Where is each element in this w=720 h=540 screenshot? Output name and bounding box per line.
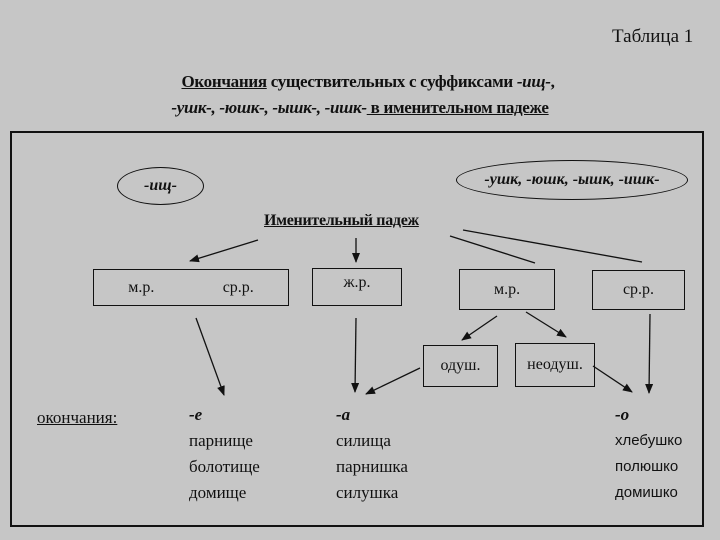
word: болотище bbox=[189, 457, 260, 476]
arrow-fem-to-a bbox=[351, 317, 360, 393]
word: силища bbox=[336, 431, 391, 450]
arrow-inanimate-to-o bbox=[592, 365, 633, 393]
title-text: существительных с суффиксами bbox=[266, 72, 517, 91]
word: хлебушко bbox=[615, 432, 683, 449]
word: парнишка bbox=[336, 457, 408, 476]
animate-box: одуш. bbox=[423, 345, 498, 387]
diagram-frame bbox=[10, 131, 704, 527]
title-suffix-list: -ушк-, -юшк-, -ышк-, -ишк- bbox=[171, 98, 367, 117]
ending-a: -а bbox=[336, 405, 351, 424]
title-suffix: -ищ- bbox=[516, 72, 551, 91]
arrow-animate-to-a bbox=[365, 367, 421, 395]
title-line-2: -ушк-, -юшк-, -ышк-, -ишк- в именительно… bbox=[0, 98, 720, 118]
arrow-case-to-neut2 bbox=[462, 229, 643, 263]
neut-label: ср.р. bbox=[222, 278, 254, 296]
arrow-mn-to-e bbox=[195, 317, 225, 396]
endings-label: окончания: bbox=[37, 408, 118, 427]
title-case-phrase: в именительном падеже bbox=[366, 98, 549, 117]
word: парнище bbox=[189, 431, 253, 450]
masc-neut-box: м.р. ср.р. bbox=[93, 269, 289, 306]
arrow-case-to-masc2 bbox=[449, 235, 536, 264]
ending-e: -е bbox=[189, 405, 203, 424]
nominative-case-heading: Именительный падеж bbox=[264, 212, 419, 229]
masc-label: м.р. bbox=[128, 278, 155, 296]
fem-box: ж.р. bbox=[312, 268, 402, 306]
masc2-box: м.р. bbox=[459, 269, 555, 310]
title-comma: , bbox=[550, 72, 555, 91]
table-label: Таблица 1 bbox=[612, 26, 694, 47]
suffix-ishch-oval: -ищ- bbox=[117, 167, 204, 205]
word: домишко bbox=[615, 484, 678, 501]
ending-a-column: -а силища парнишка силушка bbox=[336, 402, 408, 506]
inanimate-box: неодуш. bbox=[515, 343, 595, 387]
arrow-masc2-to-inanimate bbox=[525, 311, 567, 338]
word: силушка bbox=[336, 483, 399, 502]
word: полюшко bbox=[615, 458, 679, 475]
neut2-box: ср.р. bbox=[592, 270, 685, 310]
suffix-ushk-group-oval: -ушк, -юшк, -ышк, -ишк- bbox=[456, 160, 688, 200]
ending-o-column: -о хлебушко полюшко домишко bbox=[615, 402, 682, 506]
title-underlined-word: Окончания bbox=[181, 72, 267, 91]
arrow-case-to-masc-neut bbox=[189, 239, 259, 263]
arrow-neut2-to-o bbox=[645, 313, 654, 394]
ending-o: -о bbox=[615, 405, 630, 424]
word: домище bbox=[189, 483, 247, 502]
arrow-masc2-to-animate bbox=[461, 315, 498, 341]
title-line-1: Окончания существительных с суффиксами -… bbox=[0, 72, 720, 92]
ending-e-column: -е парнище болотище домище bbox=[189, 402, 260, 506]
